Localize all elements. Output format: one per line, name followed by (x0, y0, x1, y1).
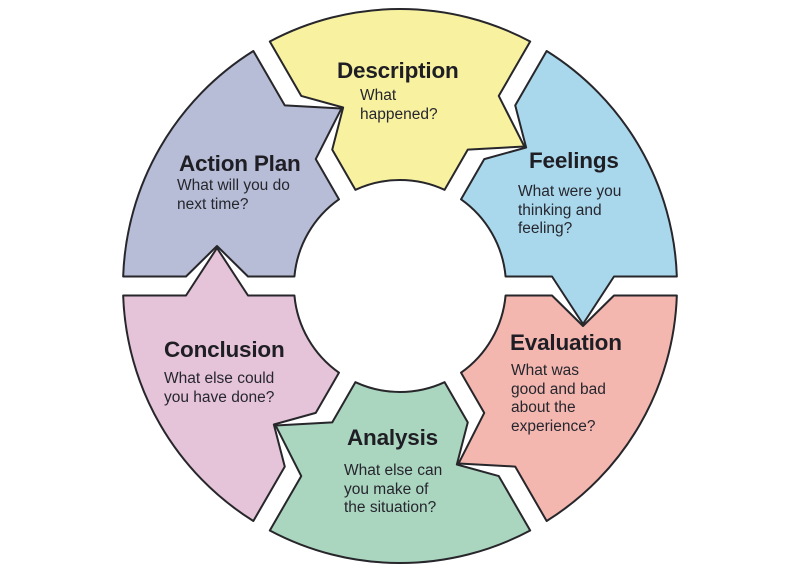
segment-analysis-label: Analysis (347, 425, 438, 450)
segment-analysis-question: What else can you make of the situation? (344, 462, 443, 517)
segment-action-plan-label: Action Plan (179, 151, 301, 176)
segment-feelings-label: Feelings (529, 148, 619, 173)
segment-conclusion-question: What else could you have done? (164, 370, 275, 406)
segment-conclusion-label: Conclusion (164, 337, 285, 362)
segment-evaluation-shape (457, 294, 678, 522)
segment-action-plan-question: What will you do next time? (177, 177, 290, 213)
segment-evaluation-label: Evaluation (510, 330, 622, 355)
segment-evaluation-question: What was good and bad about the experien… (511, 362, 606, 435)
segment-conclusion-shape (122, 247, 340, 522)
segment-description-question: What happened? (360, 87, 438, 123)
segment-action-plan-shape (122, 50, 343, 278)
segment-feelings-shape (460, 50, 678, 325)
segment-feelings-question: What were you thinking and feeling? (518, 183, 622, 238)
segment-description-label: Description (337, 58, 459, 83)
segment-description-shape (268, 7, 532, 191)
segment-analysis-shape (268, 381, 532, 565)
